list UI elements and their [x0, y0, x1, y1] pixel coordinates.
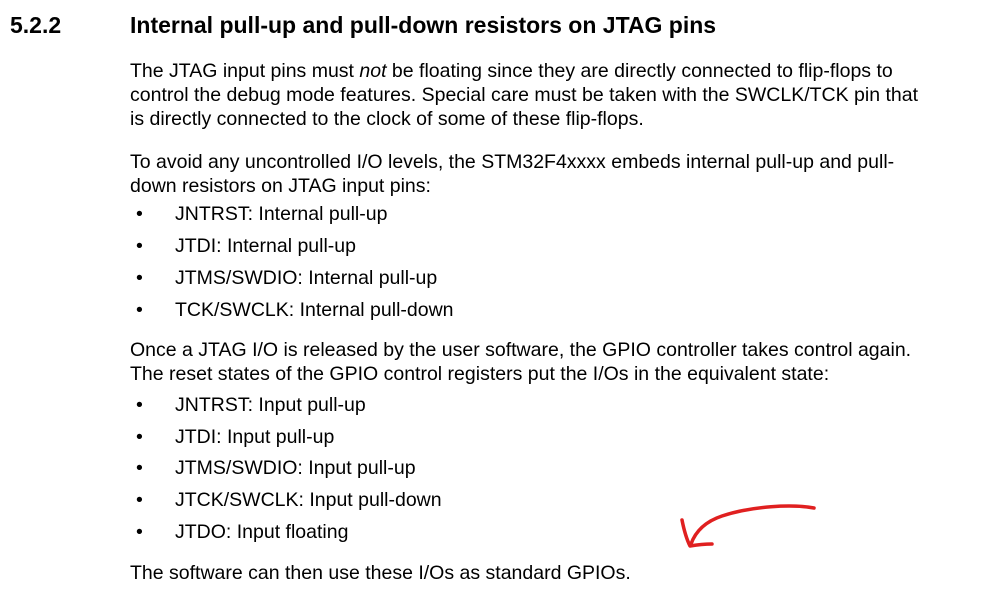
paragraph-reset-states: Once a JTAG I/O is released by the user … — [130, 338, 995, 386]
paragraph-line: Once a JTAG I/O is released by the user … — [130, 339, 912, 361]
hand-drawn-arrow-icon — [680, 504, 816, 548]
paragraph-closing: The software can then use these I/Os as … — [130, 561, 995, 585]
section-title: Internal pull-up and pull-down resistors… — [130, 12, 717, 38]
arrow-head — [680, 518, 714, 548]
bullet-icon: • — [136, 267, 143, 289]
bullet-icon: • — [136, 299, 143, 321]
list-item-text: JTCK/SWCLK: Input pull-down — [175, 489, 442, 511]
text-run: be floating since they are directly conn… — [386, 60, 893, 82]
list-item-text: JTDI: Input pull-up — [175, 426, 335, 448]
emphasis-text: not — [359, 60, 387, 82]
paragraph-line: control the debug mode features. Special… — [130, 84, 918, 106]
paragraph-line: The reset states of the GPIO control reg… — [130, 363, 830, 385]
paragraph-line: down resistors on JTAG input pins: — [130, 175, 431, 197]
paragraph-intro: The JTAG input pins must not be floating… — [130, 59, 995, 131]
list-item-text: JTDI: Internal pull-up — [175, 235, 356, 257]
paragraph-line: The JTAG input pins must not be floating… — [130, 59, 995, 83]
paragraph-pull-resistors: To avoid any uncontrolled I/O levels, th… — [130, 150, 995, 198]
bullet-icon: • — [136, 489, 143, 511]
list-item-text: JTMS/SWDIO: Internal pull-up — [175, 267, 438, 289]
bullet-icon: • — [136, 203, 143, 225]
list-item-text: JNTRST: Input pull-up — [175, 394, 366, 416]
paragraph-line: To avoid any uncontrolled I/O levels, th… — [130, 151, 895, 173]
bullet-icon: • — [136, 235, 143, 257]
paragraph-line: The software can then use these I/Os as … — [130, 562, 631, 584]
paragraph-line: is directly connected to the clock of so… — [130, 108, 644, 130]
list-item-text: TCK/SWCLK: Internal pull-down — [175, 299, 454, 321]
list-item-text: JTMS/SWDIO: Input pull-up — [175, 457, 416, 479]
bullet-icon: • — [136, 426, 143, 448]
bullet-icon: • — [136, 521, 143, 543]
arrow-stroke — [689, 504, 816, 546]
list-item-text: JNTRST: Internal pull-up — [175, 203, 388, 225]
text-run: The JTAG input pins must — [130, 60, 360, 82]
bullet-icon: • — [136, 394, 143, 416]
bullet-icon: • — [136, 457, 143, 479]
section-number: 5.2.2 — [10, 12, 62, 38]
list-item-text: JTDO: Input floating — [175, 521, 349, 543]
